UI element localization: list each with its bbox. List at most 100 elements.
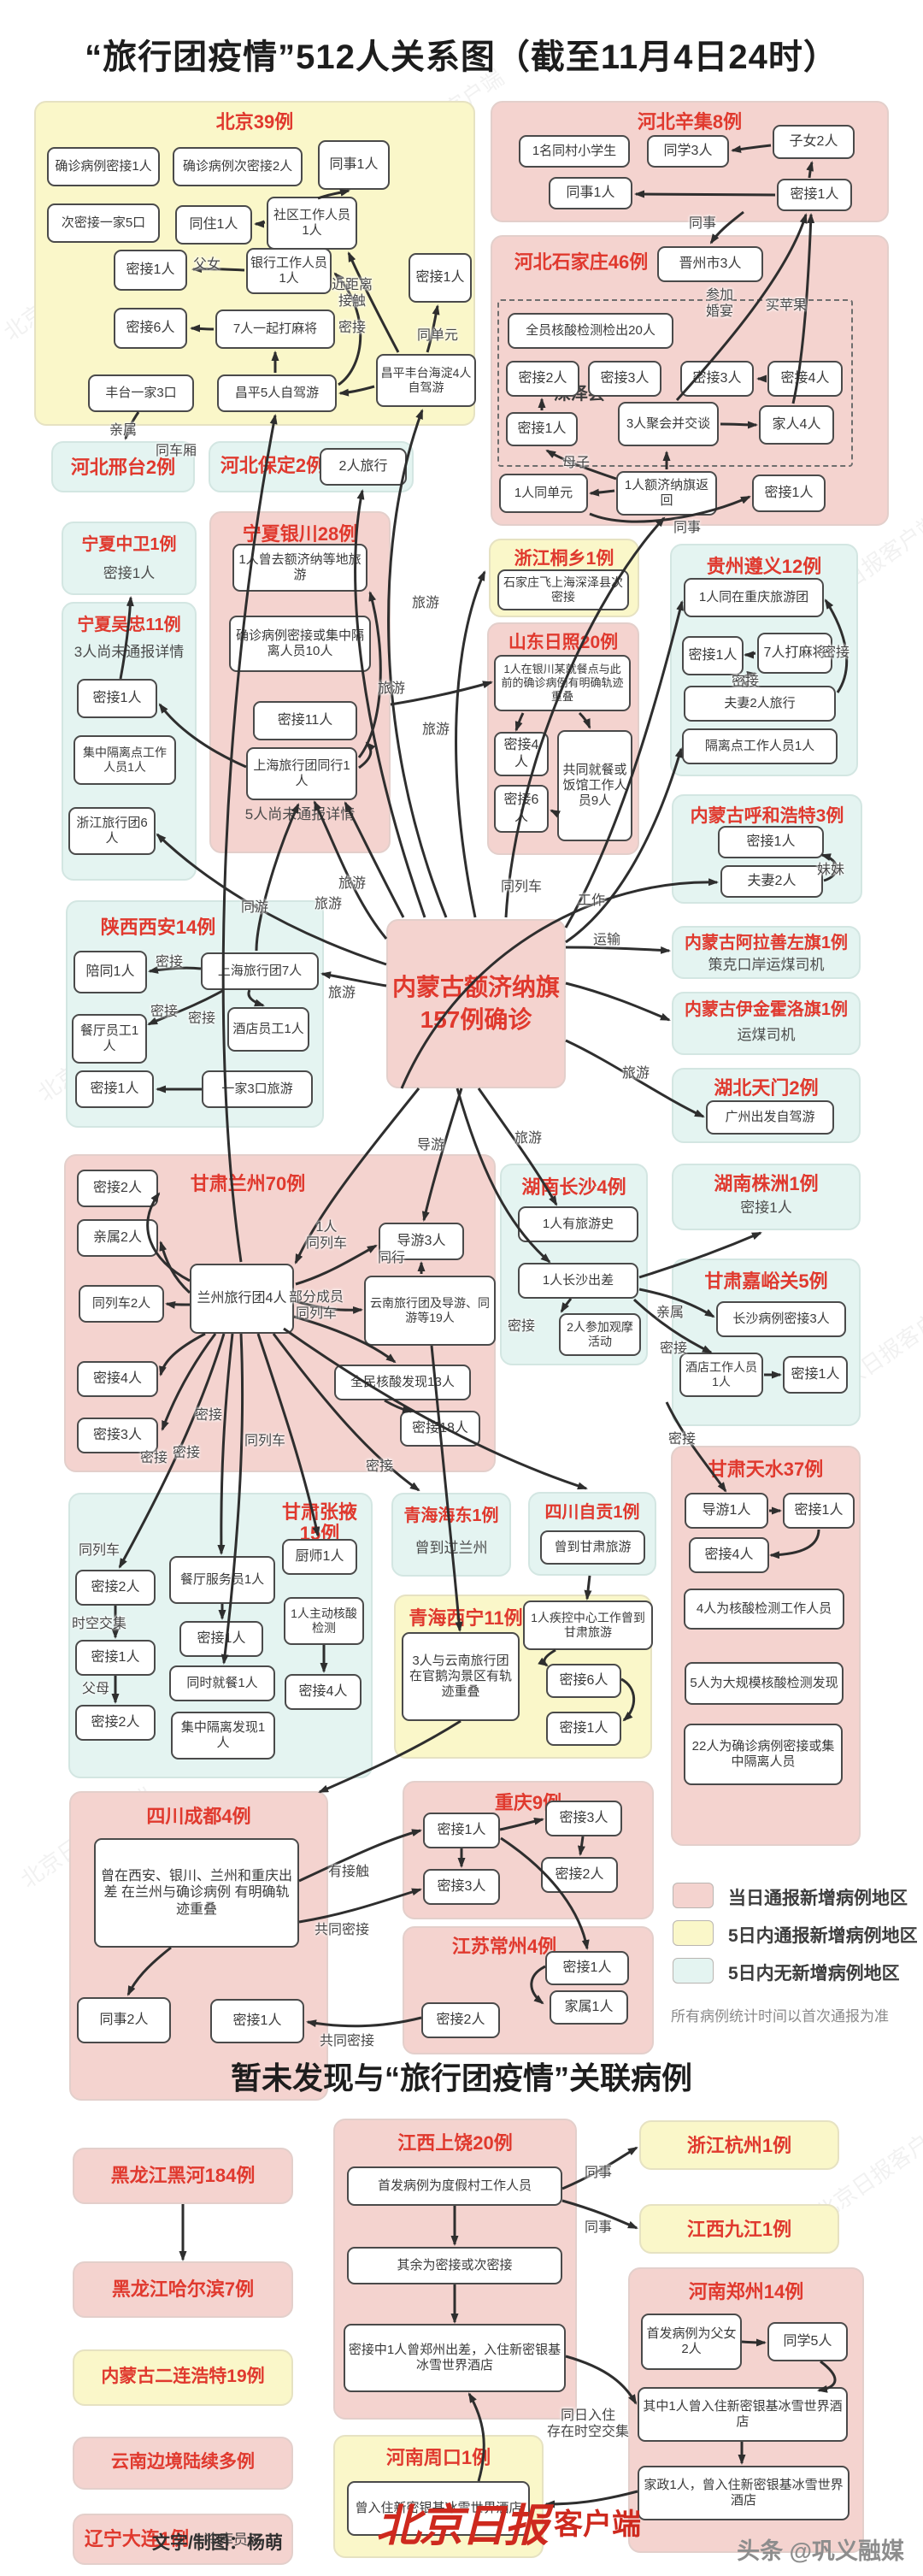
case-node: 丰台一家3口 [88,374,194,412]
region-title-heihe: 黑龙江黑河184例 [110,2165,256,2186]
case-node: 密接1人 [423,1813,500,1848]
case-node: 社区工作人员1人 [267,197,357,250]
edge-label: 旅游 [422,722,450,737]
case-node: 家属1人 [550,1990,628,2025]
region-title-hangzhou: 浙江杭州1例 [686,2135,792,2156]
case-node: 密接3人 [545,1801,622,1836]
region-title-shangrao: 江西上饶20例 [397,2132,513,2154]
edge-label: 父女 [193,257,221,272]
case-node: 集中隔离点工作人员1人 [73,735,176,785]
case-node: 密接1人 [114,250,187,291]
note-text: 运煤司机 [737,1027,796,1043]
edge-label: 旅游 [315,897,343,911]
region-title-changsha: 湖南长沙4例 [521,1176,626,1198]
case-node: 密接4人 [77,1361,158,1397]
case-node: 餐厅服务员1人 [169,1556,275,1604]
edge-label: 旅游 [622,1066,650,1081]
case-node: 同住1人 [175,205,252,245]
edge-label: 同车厢 [156,444,197,458]
case-node: 1人同在重庆旅游团 [684,578,824,617]
case-node: 广州出发自驾游 [706,1100,834,1135]
edge-label: 同列车 [244,1434,286,1448]
edge-label: 密接 [140,1451,168,1465]
region-heihe [73,2148,293,2204]
legend-swatch-cyan [673,1958,714,1984]
case-node: 3人聚会并交谈 [618,402,719,446]
note-text: 3人尚未通报详情 [73,644,185,660]
case-node: 密接6人 [546,1664,621,1698]
case-node: 全民核酸发现13人 [334,1365,471,1400]
edge-label: 旅游 [338,876,367,891]
case-node: 1人长沙出差 [518,1263,638,1299]
case-node: 亲属2人 [77,1219,158,1257]
region-xingtai [51,441,195,492]
case-node: 密接1人 [179,1621,263,1657]
case-node: 22人为确诊病例密接或集中隔离人员 [684,1724,843,1785]
case-node: 密接1人 [783,1493,855,1529]
case-node: 密接1人 [75,1070,154,1108]
case-node: 密接2人 [541,1857,618,1893]
case-node: 密接3人 [588,361,661,397]
credit-text: 文字/制图：杨萌 [152,2533,283,2553]
case-node: 其余为密接或次密接 [347,2247,562,2284]
case-node: 1名同村小学生 [519,135,630,168]
case-node: 家人4人 [759,405,834,445]
case-node: 确诊病例次密接2人 [173,147,303,186]
region-title-zhuzhou: 湖南株洲1例 [714,1173,819,1194]
case-node: 酒店员工1人 [227,1007,309,1052]
edge-label: 1人 同列车 [306,1220,348,1252]
case-node: 导游1人 [685,1493,768,1529]
logo-main: 北京日报 [376,2502,549,2551]
case-node: 密接11人 [253,701,357,740]
region-title-zhangye: 甘肃张掖15例 [281,1501,357,1545]
note-text: 5人尚未通报详情 [244,806,356,822]
case-node: 密接1人 [409,253,472,303]
edge-label: 密接 [732,675,760,689]
case-node: 密接1人 [210,1999,304,2043]
case-node: 4人为核酸检测工作人员 [684,1589,844,1630]
region-haerbin [73,2261,293,2318]
edge-label: 密接 [508,1319,536,1334]
case-node: 同时就餐1人 [169,1665,275,1701]
edge-label: 同事 [585,2220,613,2235]
case-node: 兰州旅行团4人 [190,1264,294,1334]
case-node: 密接1人 [682,636,744,675]
case-node: 密接3人 [680,361,754,397]
edge-arrow [565,981,671,1022]
case-node: 密接4人 [767,361,843,397]
note-text: 策克口岸运煤司机 [708,957,825,973]
region-title-zhengzhou: 河南郑州14例 [688,2281,804,2302]
dashed-subregion-shijiazhuang [497,299,853,467]
edge-label: 近距离 接触 [332,278,373,309]
case-node: 曾到甘肃旅游 [540,1530,645,1565]
case-node: 次密接一家5口 [47,203,160,243]
region-title-yunnanbj: 云南边境陆续多例 [111,2452,255,2472]
edge-label: 同事 [689,216,717,231]
region-yunnanbj [73,2437,293,2490]
case-node: 同事1人 [318,140,390,190]
edge-label: 同列车 [501,880,543,894]
region-title-yijinhuoluo: 内蒙古伊金霍洛旗1例 [684,1000,849,1019]
edge-arrow [390,681,493,706]
region-title-erlianhaote: 内蒙古二连浩特19例 [101,2367,265,2386]
edge-label: 密接 [150,1005,179,1019]
region-title-haerbin: 黑龙江哈尔滨7例 [111,2278,255,2300]
section2-title: 暂未发现与“旅行团疫情”关联病例 [230,2060,692,2096]
case-node: 密接中1人曾郑州出差，入住新密银基冰雪世界酒店 [344,2324,566,2392]
edge-label: 时空交集 [72,1617,127,1631]
case-node: 共同就餐或饭馆工作人员9人 [557,730,632,841]
region-title-rizhao: 山东日照20例 [508,633,619,652]
case-node: 首发病例为父女2人 [641,2314,742,2370]
case-node: 密接6人 [494,785,549,833]
case-node: 密接2人 [506,361,579,397]
case-node: 确诊病例密接或集中隔离人员10人 [229,616,371,672]
case-node: 曾在西安、银川、兰州和重庆出差 在兰州与确诊病例 有明确轨迹重叠 [94,1838,299,1948]
edge-label: 同行 [378,1251,406,1265]
edge-label: 旅游 [328,986,356,1000]
case-node: 其中1人曾入住新密银基冰雪世界酒店 [638,2387,848,2442]
legend-swatch-pink [673,1883,714,1908]
edge-label: 有接触 [328,1865,370,1879]
case-node: 酒店工作人员1人 [679,1353,763,1397]
region-dalian [73,2514,293,2565]
